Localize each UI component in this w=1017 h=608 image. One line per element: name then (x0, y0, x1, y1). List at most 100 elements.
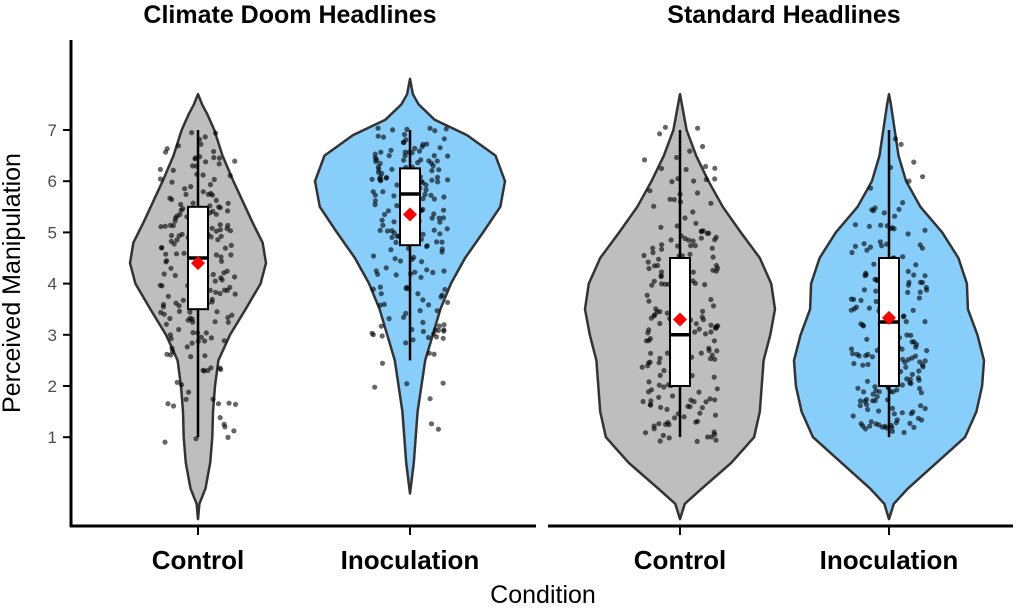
data-point (703, 176, 709, 183)
y-tick-label-5: 5 (48, 223, 57, 242)
data-point (646, 265, 652, 272)
data-point (889, 428, 896, 434)
data-point (694, 190, 701, 196)
data-point (218, 254, 224, 260)
data-point (437, 145, 443, 151)
data-point (208, 335, 214, 341)
data-point (372, 198, 378, 204)
data-point (657, 438, 663, 444)
data-point (894, 417, 900, 423)
data-point (426, 302, 432, 308)
data-point (213, 252, 219, 258)
data-point (688, 243, 694, 249)
data-point (650, 245, 656, 251)
data-point (858, 297, 864, 303)
data-point (703, 163, 709, 170)
data-point (646, 298, 652, 304)
data-point (645, 363, 651, 369)
data-point (394, 203, 400, 209)
data-point (422, 191, 428, 198)
data-point (431, 227, 437, 233)
data-point (440, 335, 446, 341)
data-point (165, 401, 171, 407)
data-point (209, 296, 215, 302)
data-point (658, 224, 664, 230)
data-point (879, 424, 886, 430)
data-point (436, 215, 442, 221)
data-point (163, 321, 169, 327)
data-point (445, 299, 451, 305)
data-point (913, 262, 919, 268)
data-point (412, 145, 418, 151)
data-point (227, 173, 233, 179)
data-point (210, 396, 216, 402)
data-point (871, 261, 877, 267)
data-point (403, 310, 409, 316)
data-point (208, 234, 214, 240)
data-point (167, 315, 173, 322)
data-point (712, 412, 719, 418)
data-point (180, 206, 186, 212)
data-point (419, 259, 425, 265)
data-point (903, 364, 909, 370)
data-point (651, 423, 657, 429)
data-point (205, 367, 211, 374)
data-point (917, 359, 923, 365)
data-point (905, 357, 911, 363)
data-point (692, 329, 698, 335)
data-point (656, 360, 662, 366)
data-point (848, 346, 855, 352)
data-point (176, 326, 182, 333)
data-point (229, 312, 235, 318)
data-point (427, 396, 433, 402)
data-point (377, 160, 383, 167)
data-point (922, 227, 928, 233)
data-point (219, 277, 225, 283)
data-point (681, 414, 687, 420)
data-point (904, 332, 910, 338)
data-point (889, 405, 896, 411)
data-point (435, 426, 441, 432)
data-point (388, 247, 394, 253)
data-point (418, 157, 424, 163)
data-point (162, 223, 168, 229)
data-point (877, 239, 883, 245)
data-point (667, 196, 673, 202)
data-point (710, 267, 716, 273)
data-point (641, 252, 647, 259)
data-point (221, 338, 227, 344)
data-point (434, 239, 440, 245)
data-point (712, 325, 718, 331)
data-point (176, 233, 182, 239)
data-point (224, 268, 230, 274)
data-point (669, 179, 675, 185)
data-point (648, 387, 655, 393)
data-point (375, 125, 381, 131)
data-point (687, 148, 693, 154)
data-point (664, 406, 670, 412)
data-point (878, 222, 884, 228)
data-point (373, 158, 379, 164)
data-point (388, 147, 394, 153)
data-point (428, 192, 434, 198)
data-point (380, 134, 387, 140)
data-point (861, 241, 867, 247)
data-point (708, 296, 714, 303)
data-point (430, 163, 436, 169)
data-point (682, 235, 688, 242)
data-point (712, 356, 718, 362)
data-point (378, 323, 384, 329)
data-point (909, 371, 916, 377)
data-point (378, 177, 384, 183)
panel-title-standard: Standard Headlines (667, 1, 900, 29)
data-point (439, 246, 445, 252)
data-point (203, 330, 209, 336)
data-point (695, 125, 701, 131)
data-point (404, 381, 410, 387)
data-point (211, 176, 217, 183)
data-point (854, 351, 860, 357)
data-point (228, 252, 234, 258)
data-point (435, 327, 441, 334)
data-point (172, 272, 178, 279)
data-point (924, 348, 930, 354)
